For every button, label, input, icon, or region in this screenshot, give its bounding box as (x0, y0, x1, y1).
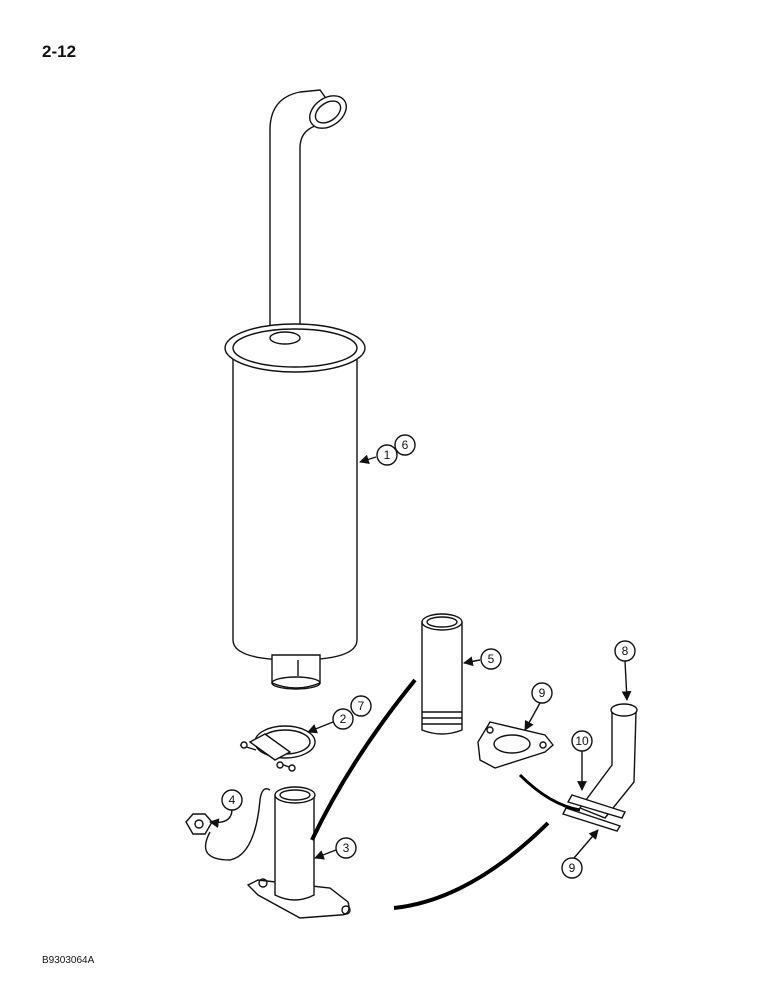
adapter-pipe (246, 786, 351, 919)
callout-5: 5 (488, 652, 495, 666)
clamp (239, 725, 316, 772)
page-number: 2-12 (42, 42, 77, 61)
callout-6: 6 (402, 438, 409, 452)
callout-4: 4 (229, 793, 236, 807)
callout-2-7: 2 7 (307, 695, 372, 734)
gasket (477, 721, 554, 769)
callout-5: 5 (463, 648, 502, 670)
pipe (421, 613, 463, 735)
callout-7: 7 (358, 699, 365, 713)
elbow-pipe (562, 703, 638, 832)
callout-10: 10 (571, 730, 593, 791)
callout-10: 10 (575, 734, 589, 748)
callout-1-6: 1 6 (359, 434, 416, 466)
hex-nut (185, 813, 213, 835)
muffler (224, 89, 366, 690)
callout-8: 8 (614, 640, 636, 701)
exploded-view-lines (310, 678, 581, 910)
callout-9-upper: 9 (539, 686, 546, 700)
callout-1: 1 (384, 448, 391, 462)
callout-9-upper: 9 (524, 682, 553, 731)
callout-8: 8 (622, 644, 629, 658)
callout-3: 3 (343, 841, 350, 855)
callout-9-lower: 9 (569, 861, 576, 875)
callout-9-lower: 9 (561, 829, 599, 879)
figure-code: B9303064A (42, 955, 95, 966)
callout-4: 4 (204, 788, 271, 861)
callout-2: 2 (340, 712, 347, 726)
callout-3: 3 (314, 837, 357, 860)
